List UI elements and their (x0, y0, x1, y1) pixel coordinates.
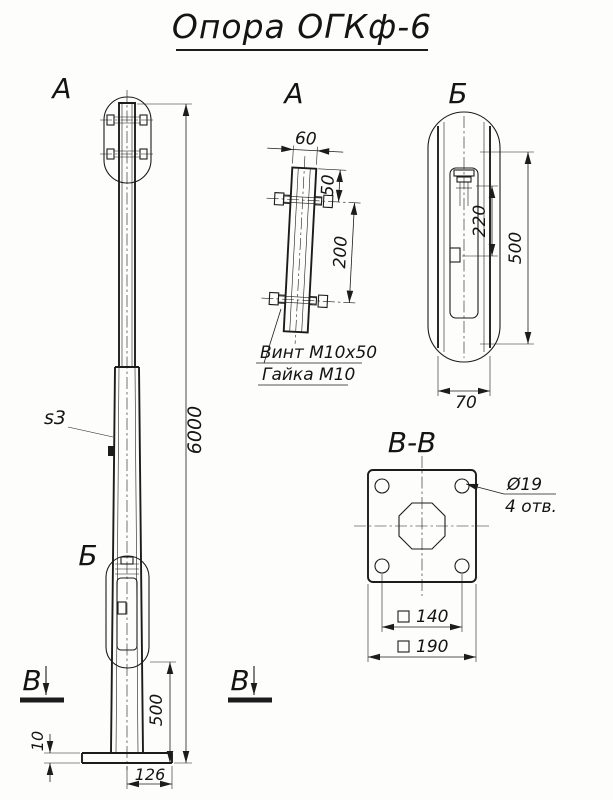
dim-220: 220 (462, 185, 498, 257)
weld-mark (108, 446, 114, 456)
corner-hole (454, 558, 470, 574)
dim-hatch-text: 500 (147, 694, 167, 726)
hole-dia-text: Ø19 (506, 475, 542, 495)
dim-hatch-500: 500 (147, 661, 176, 763)
dim-square-140: 140 (381, 574, 463, 632)
detail-a-bolt-1 (266, 192, 361, 209)
flange-plate (367, 469, 477, 583)
detail-a-label: А (282, 77, 303, 110)
section-vv-view: В-В Ø19 4 отв. 140 (354, 426, 557, 662)
dim-square-190: 190 (367, 584, 477, 662)
hatch-lock (449, 247, 461, 263)
dim-70-text: 70 (455, 393, 477, 413)
dim-base-thickness-10: 10 (28, 731, 80, 782)
dim-60-text: 60 (294, 129, 317, 150)
corner-hole (454, 478, 470, 494)
top-bracket-bolt-2 (100, 148, 154, 160)
dim-220-text: 220 (470, 205, 490, 237)
dim-50: 50 (318, 168, 347, 202)
section-letter-left: В (22, 664, 41, 697)
dim-500-b-text: 500 (506, 232, 526, 264)
top-bracket-bolt-1 (100, 114, 154, 126)
dim-base-text: 126 (135, 765, 166, 784)
dim-190-text: 190 (416, 637, 448, 657)
front-label-a: А (50, 72, 71, 105)
note-nut: Гайка М10 (262, 365, 355, 385)
dim-height-text: 6000 (184, 406, 206, 454)
section-letter-right: В (230, 664, 249, 697)
hole-callout: Ø19 4 отв. (465, 475, 557, 517)
page-title: Опора ОГКф-6 (172, 7, 432, 46)
detail-b-border (427, 111, 501, 363)
detail-a-balloon (103, 96, 152, 184)
front-label-b: Б (78, 539, 97, 572)
detail-b-hatch-door (449, 167, 479, 319)
section-vv-label: В-В (388, 426, 437, 459)
detail-a-plate-group: 60 50 200 (261, 129, 361, 344)
square-symbol (397, 610, 410, 623)
dim-50-text: 50 (318, 174, 339, 197)
front-view: А (20, 72, 272, 789)
detail-a-notes: Винт М10х50 Гайка М10 (256, 308, 377, 386)
detail-b-label: Б (448, 77, 467, 110)
front-hatch-door (115, 556, 139, 651)
wall-thickness-label: s3 (44, 407, 66, 429)
dim-base-thk-text: 10 (28, 731, 47, 751)
dim-60: 60 (267, 129, 344, 165)
pole-upper-section (118, 102, 136, 367)
dim-200-text: 200 (330, 235, 352, 268)
detail-b-view: Б 220 500 (427, 77, 534, 413)
dim-140-text: 140 (416, 607, 448, 627)
section-mark-left: В (20, 664, 64, 703)
dim-500-b: 500 (480, 151, 534, 345)
corner-hole (374, 478, 390, 494)
wall-thickness-callout: s3 (44, 407, 114, 456)
flange-holes (374, 478, 470, 574)
dim-200: 200 (330, 202, 358, 303)
dim-70: 70 (437, 356, 491, 413)
detail-a-bolt-2 (261, 291, 356, 309)
detail-b-balloon (105, 555, 150, 669)
section-mark-right: В (228, 664, 272, 703)
corner-hole (374, 558, 390, 574)
center-octagon (398, 502, 446, 550)
title-block: Опора ОГКф-6 (172, 7, 432, 51)
detail-a-view: А (256, 77, 377, 386)
detail-a-plate (282, 166, 318, 334)
hole-count-text: 4 отв. (505, 497, 557, 517)
square-symbol (397, 640, 410, 653)
note-bolt: Винт М10х50 (260, 343, 377, 363)
dim-height-6000: 6000 (137, 103, 206, 764)
dim-base-126: 126 (126, 765, 173, 789)
